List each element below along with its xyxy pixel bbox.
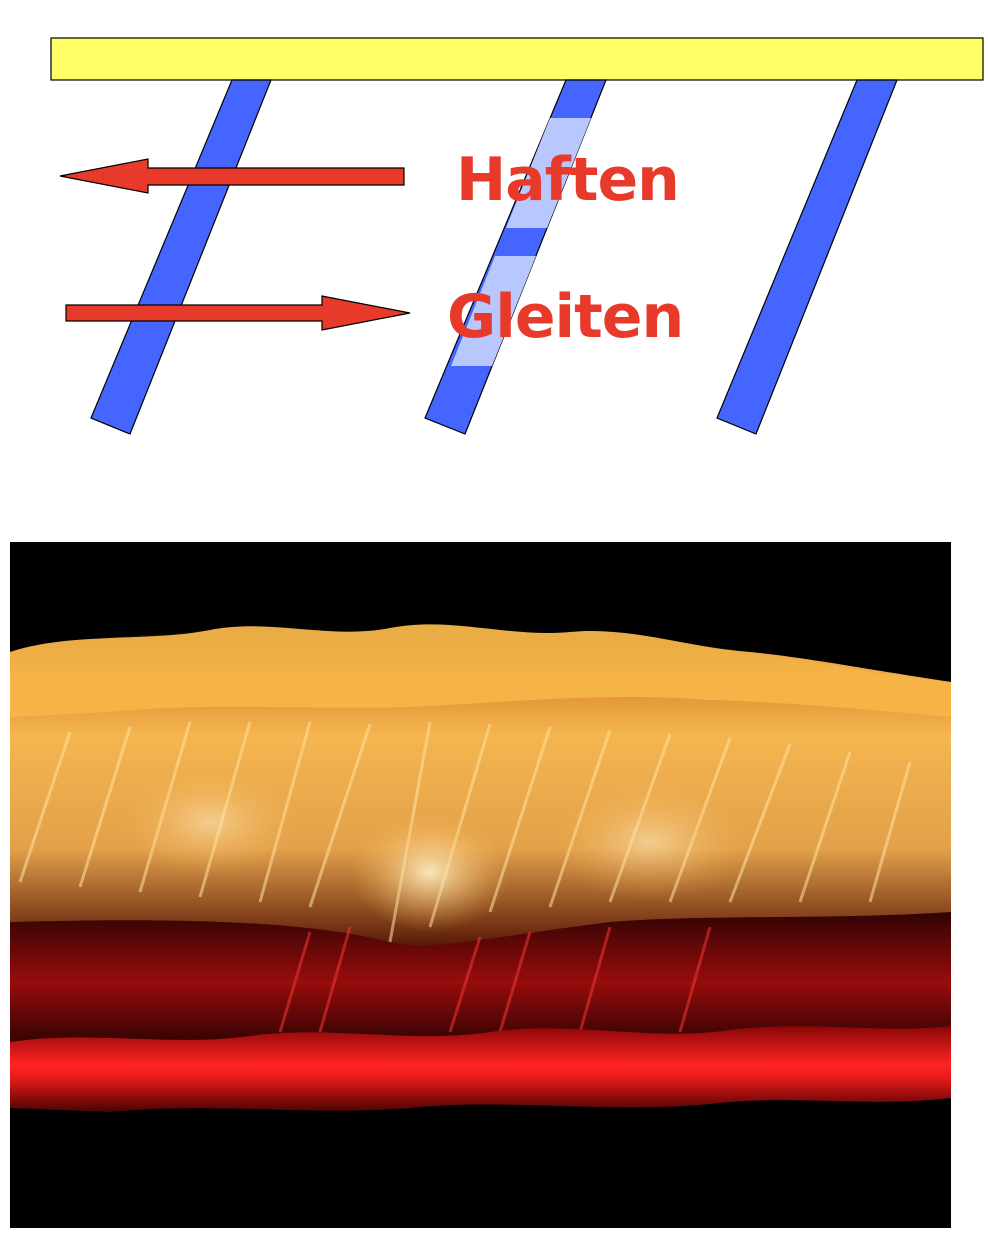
haften-gleiten-diagram: Haften Gleiten — [50, 37, 984, 435]
top-bar — [50, 37, 984, 81]
fiber-highlight-upper — [506, 118, 591, 228]
fiber-left — [90, 79, 272, 435]
fiber-right — [716, 79, 898, 435]
fiber-middle — [424, 79, 607, 435]
red-fibres — [278, 926, 712, 1033]
upper-knit-ridge — [10, 624, 951, 717]
gleiten-label: Gleiten — [447, 282, 683, 352]
haften-label: Haften — [456, 145, 679, 215]
fabric-photo — [10, 542, 951, 1228]
haften-arrow — [59, 158, 405, 194]
gleiten-arrow — [65, 295, 411, 331]
fiber-highlight-lower — [451, 256, 536, 366]
lower-fabric-layer — [10, 1026, 951, 1112]
